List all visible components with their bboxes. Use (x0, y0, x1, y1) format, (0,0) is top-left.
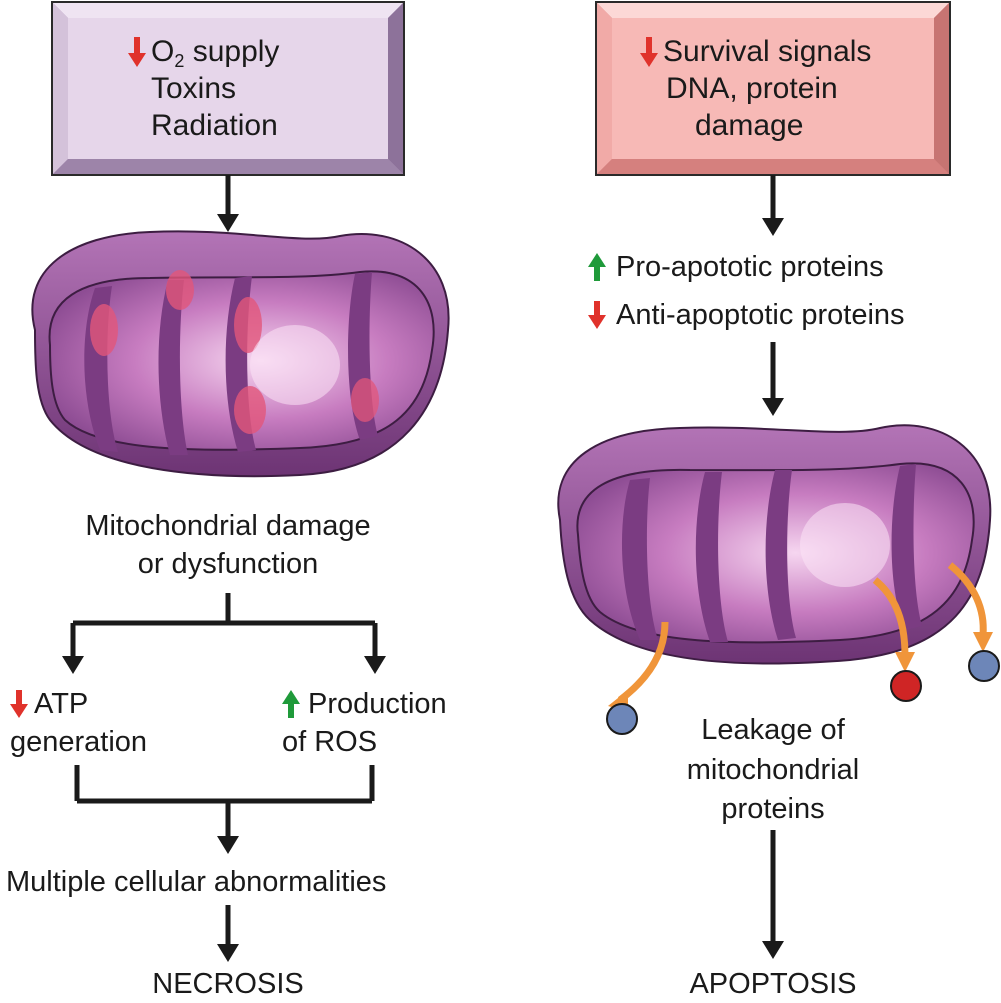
right-box-text: Survival signals DNA, protein damage (640, 33, 871, 144)
mito-damage-label-2: or dysfunction (137, 548, 319, 580)
right-mitochondrion (557, 424, 993, 712)
atp-line: ATP (10, 685, 88, 723)
apoptosis-label: APOPTOSIS (689, 968, 857, 1000)
decrease-arrow-icon (10, 690, 28, 718)
left-mitochondrion (31, 230, 450, 478)
increase-arrow-icon (588, 253, 606, 281)
right-arrow-heads (762, 218, 784, 959)
production-label: Production (308, 688, 447, 720)
necrosis-label: NECROSIS (152, 968, 304, 1000)
increase-arrow-icon (282, 690, 300, 718)
left-arrow-heads (62, 214, 386, 962)
right-cause-box (595, 1, 951, 176)
left-box-text: O2 supply Toxins Radiation (128, 33, 279, 144)
anti-apoptotic-label: Anti-apoptotic proteins (616, 299, 905, 331)
atp-generation-label: generation (10, 726, 148, 758)
o2-supply-line: O2 supply (128, 33, 279, 70)
pro-apoptotic-label: Pro-apototic proteins (616, 251, 884, 283)
mito-damage-label-1: Mitochondrial damage (85, 510, 371, 542)
decrease-arrow-icon (640, 36, 658, 67)
o2-label: O2 supply (151, 35, 280, 71)
left-flow-lines (70, 175, 378, 948)
multiple-abnormalities-label: Multiple cellular abnormalities (6, 866, 387, 898)
atp-label: ATP (34, 688, 89, 720)
leakage-label-1: Leakage of (701, 714, 845, 746)
ros-line: Production (282, 685, 447, 723)
leakage-label-3: proteins (721, 793, 825, 825)
leaked-protein-blue-1 (606, 703, 638, 735)
leaked-protein-red (890, 670, 922, 702)
dna-protein-label: DNA, protein (666, 72, 838, 105)
leakage-label-2: mitochondrial (686, 754, 860, 786)
decrease-arrow-icon (128, 36, 146, 67)
survival-signals-label: Survival signals (663, 35, 872, 68)
pro-apoptotic-line: Pro-apototic proteins (588, 248, 884, 286)
decrease-arrow-icon (588, 301, 606, 329)
anti-apoptotic-line: Anti-apoptotic proteins (588, 296, 905, 334)
damage-label: damage (695, 109, 804, 142)
survival-signals-line: Survival signals (640, 33, 871, 70)
radiation-label: Radiation (151, 109, 278, 142)
leaked-protein-blue-2 (968, 650, 1000, 682)
toxins-label: Toxins (151, 72, 237, 105)
of-ros-label: of ROS (282, 726, 378, 758)
